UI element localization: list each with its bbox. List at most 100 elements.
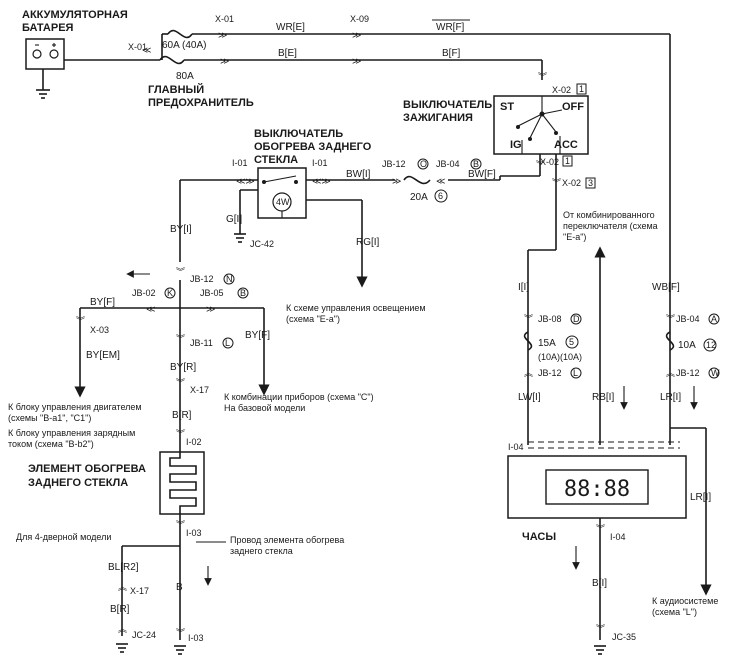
connector-jb04-a-pin: B <box>473 159 479 169</box>
battery: АККУМУЛЯТОРНАЯ БАТАРЕЯ <box>22 9 128 99</box>
fuse-20a-rating: 20A <box>410 192 428 203</box>
note-audio-line2: (схема "L") <box>652 607 697 617</box>
fuse-10a-rating: 10A <box>678 340 696 351</box>
note-charge-line1: К блоку управления зарядным <box>8 428 135 438</box>
ground-jc35-icon <box>594 645 606 655</box>
connector-x09-chevrons-top: ≫ <box>352 30 361 40</box>
wire-label-by-f-b: BY[F] <box>245 330 270 341</box>
ground-jc24-icon <box>116 643 128 653</box>
connector-x02-a: X-02 <box>552 85 571 95</box>
wire-label-b-r-b: B[R] <box>110 604 130 615</box>
connector-jb12-c: JB-12 <box>538 368 562 378</box>
note-fourdoor: Для 4-дверной модели <box>16 532 111 542</box>
heater-title-line2: ЗАДНЕГО СТЕКЛА <box>28 477 128 489</box>
connector-x01-a-chevrons-low: ≫ <box>220 56 229 66</box>
wire-label-by-i: BY[I] <box>170 224 192 235</box>
connector-jb12-d-chevron: ︽ <box>666 368 675 378</box>
wire-label-wr-f: WR[F] <box>436 22 465 33</box>
wire-label-by-r: BY[R] <box>170 362 196 373</box>
ground-i03-icon <box>174 645 186 655</box>
note-combo-line1: От комбинированного <box>563 210 655 220</box>
connector-x02-b: X-02 <box>540 157 559 167</box>
wire-label-b-i: B[I] <box>592 578 607 589</box>
clock-box <box>507 455 687 519</box>
connector-i03-a: I-03 <box>186 528 202 538</box>
main-fuse-title-line2: ПРЕДОХРАНИТЕЛЬ <box>148 97 254 109</box>
connector-i01-b: I-01 <box>312 158 328 168</box>
connector-jc35-chevron: ︾ <box>596 624 605 634</box>
connector-x02-a-chevron: ︾ <box>538 72 547 82</box>
fuse-10a-icon <box>665 331 675 351</box>
connector-jc35: JC-35 <box>612 632 636 642</box>
ignition-pos-st: ST <box>500 101 514 113</box>
battery-plus-terminal <box>49 49 59 59</box>
connector-i01-b-chevrons: ≪≫ <box>312 176 331 186</box>
main-fuse-rating-top: 60A (40A) <box>162 40 206 51</box>
connector-jb12-a-pin: O <box>420 159 427 169</box>
note-heaterwire-line1: Провод элемента обогрева <box>230 535 344 545</box>
defog-indicator-text: 4W <box>276 197 290 207</box>
connector-x01-b: X-01 <box>128 42 147 52</box>
connector-x03: X-03 <box>90 325 109 335</box>
connector-jb12-b-chevron: ︾ <box>176 267 185 277</box>
connector-x09: X-09 <box>350 14 369 24</box>
main-fuse-60a-icon <box>167 29 193 39</box>
connector-i04-b-chevron: ︾ <box>596 524 605 534</box>
connector-jb08: JB-08 <box>538 314 562 324</box>
defog-switch: ВЫКЛЮЧАТЕЛЬ ОБОГРЕВА ЗАДНЕГО СТЕКЛА 4W <box>254 128 372 219</box>
connector-jb02-chevrons: ≪ <box>146 304 155 314</box>
wire-label-g-i: G[I] <box>226 214 242 225</box>
note-lighting-line2: (схема "E-a") <box>286 314 340 324</box>
battery-title-line2: БАТАРЕЯ <box>22 22 74 34</box>
connector-i02-chevron: ︾ <box>176 429 185 439</box>
wire-label-i-i: I[I] <box>518 282 529 293</box>
connector-jb04-b-pin: A <box>711 314 717 324</box>
connector-x01-a: X-01 <box>215 14 234 24</box>
clock-display: 88:88 <box>564 477 630 502</box>
battery-title-line1: АККУМУЛЯТОРНАЯ <box>22 9 128 21</box>
ignition-switch-box <box>493 95 589 155</box>
ignition-title-line2: ЗАЖИГАНИЯ <box>403 112 473 124</box>
ignition-pos-off: OFF <box>562 101 584 113</box>
connector-jb04-b: JB-04 <box>676 314 700 324</box>
connector-jb11-chevron: ︾ <box>176 334 185 344</box>
wire-label-lw-i: LW[I] <box>518 392 541 403</box>
wire-label-rg-i: RG[I] <box>356 237 380 248</box>
connector-jb11: JB-11 <box>190 338 213 348</box>
wire-label-by-f-a: BY[F] <box>90 297 115 308</box>
ignition-pos-acc: ACC <box>554 139 578 151</box>
note-audio-line1: К аудиосистеме <box>652 596 718 606</box>
wire-label-by-em: BY[EM] <box>86 350 120 361</box>
battery-ground-icon <box>36 89 50 99</box>
fuse-15a-icon <box>523 331 533 351</box>
connector-jb02-pin: K <box>167 288 173 298</box>
defog-title-line1: ВЫКЛЮЧАТЕЛЬ <box>254 128 343 140</box>
fuse-15a-number: 5 <box>569 337 574 347</box>
connector-i02: I-02 <box>186 437 202 447</box>
heater-title-line1: ЭЛЕМЕНТ ОБОГРЕВА <box>28 463 146 475</box>
wire-label-b-f: B[F] <box>442 48 461 59</box>
connector-x02-c-chevron: ︾ <box>552 178 561 188</box>
clock-display-frame <box>545 469 649 505</box>
wire-label-lr-i-b: LR[I] <box>690 492 711 503</box>
connector-i04-a: I-04 <box>508 442 524 452</box>
wire-label-b-e: B[E] <box>278 48 297 59</box>
note-engine-line2: (схемы "B-a1", "C1") <box>8 413 91 423</box>
connector-jb12-b-pin: N <box>226 274 233 284</box>
connector-jb08-chevron: ︾ <box>524 314 533 324</box>
wire-label-b-r-a: B[R] <box>172 410 192 421</box>
connector-x17-a: X-17 <box>190 385 209 395</box>
ground-jc42-icon <box>234 233 246 243</box>
connector-x17-b-chevron: ︽ <box>118 582 127 592</box>
note-lighting-line1: К схеме управления освещением <box>286 303 426 313</box>
connector-i03-b-chevron: ︾ <box>176 628 185 638</box>
connector-jc24-chevron: ︽ <box>118 624 127 634</box>
connector-x01-a-chevrons: ≫ <box>218 30 227 40</box>
connector-jc42: JC-42 <box>250 239 274 249</box>
clock-label: ЧАСЫ <box>522 531 556 543</box>
wire-label-bw-f: BW[F] <box>468 169 496 180</box>
connector-jb12-c-pin: L <box>573 368 578 378</box>
connector-i04-b: I-04 <box>610 532 626 542</box>
connector-x17-a-chevron: ︾ <box>176 378 185 388</box>
